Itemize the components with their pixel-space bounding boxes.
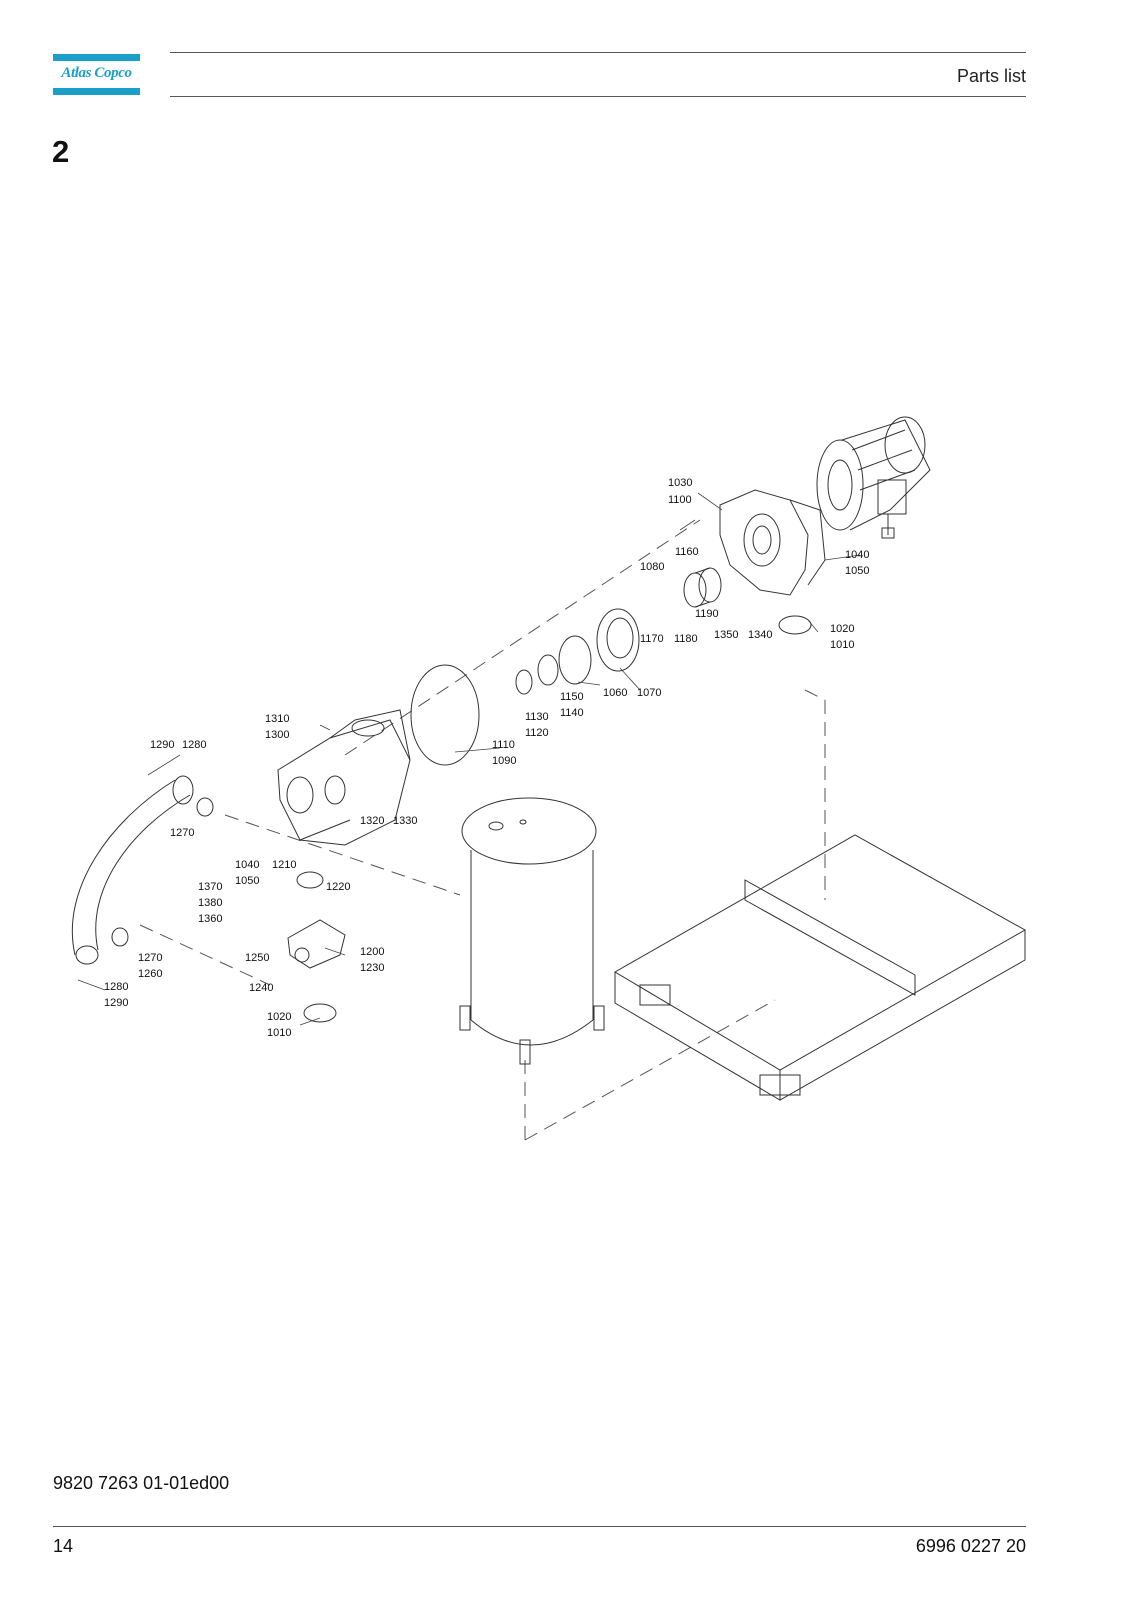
mounting-bush-motor (778, 615, 812, 635)
assembly-axis-motor (804, 689, 826, 701)
assembly-axis-upper (344, 519, 701, 756)
callout-label: 1040 (845, 549, 869, 561)
callout-label: 1110 (492, 739, 515, 751)
pipe-gasket-lower (111, 927, 129, 947)
callout-label: 1140 (560, 707, 584, 719)
callout-label: 1010 (830, 639, 854, 651)
callout-label: 1170 (640, 633, 664, 645)
seal-cover (596, 608, 640, 672)
logo-bar-top (53, 54, 140, 61)
callout-label: 1360 (198, 913, 222, 925)
header-rule-bottom (170, 96, 1026, 97)
callout-label: 1270 (138, 952, 162, 964)
callout-label: 1010 (267, 1027, 291, 1039)
callout-label: 1250 (245, 952, 269, 964)
part-number: 6996 0227 20 (915, 1536, 1026, 1556)
o-ring-large (558, 635, 592, 685)
callout-label: 1300 (265, 729, 289, 741)
sleeve (515, 669, 533, 695)
pipe-gasket-upper (196, 797, 214, 817)
callout-label: 1310 (265, 713, 289, 725)
compressor-element (277, 709, 411, 846)
document-code: 9820 7263 01-01ed00 (53, 1473, 230, 1493)
callout-label: 1200 (360, 946, 384, 958)
coupling (683, 567, 722, 608)
header-rule-top (170, 52, 1026, 53)
callout-label: 1050 (845, 565, 869, 577)
callout-label: 1150 (560, 691, 584, 703)
section-number: 2 (52, 134, 70, 169)
motor-flange-housing (719, 489, 826, 596)
callout-label: 1100 (668, 494, 692, 506)
footer-rule (53, 1526, 1026, 1527)
assembly-axis-lower (139, 924, 271, 986)
callout-labels: 1030 1100 1160 1080 1040 1050 1190 1350 … (104, 477, 869, 1039)
callout-label: 1230 (360, 962, 384, 974)
base-frame (614, 834, 1027, 1101)
callout-label: 1070 (637, 687, 661, 699)
logo-bar-bottom (53, 88, 140, 95)
callout-label: 1220 (326, 881, 350, 893)
seal-cover-inner (606, 617, 634, 659)
assembly-axis-tank-base (524, 999, 776, 1141)
callout-label: 1290 (150, 739, 174, 751)
page-number: 14 (53, 1536, 74, 1556)
callout-label: 1120 (525, 727, 549, 739)
callout-label: 1080 (640, 561, 664, 573)
gasket-large (410, 664, 480, 766)
callout-label: 1380 (198, 897, 222, 909)
callout-label: 1240 (249, 982, 273, 994)
callout-label: 1040 (235, 859, 259, 871)
thermostatic-valve (287, 871, 346, 969)
assembly-axis-left (224, 814, 461, 896)
callout-label: 1260 (138, 968, 162, 980)
header-title: Parts list (956, 66, 1026, 86)
callout-label: 1160 (675, 546, 699, 558)
callout-label: 1090 (492, 755, 516, 767)
callout-label: 1340 (748, 629, 772, 641)
discharge-pipe (71, 775, 194, 965)
callout-label: 1060 (603, 687, 627, 699)
callout-label: 1020 (830, 623, 854, 635)
callout-label: 1320 (360, 815, 384, 827)
callout-label: 1280 (182, 739, 206, 751)
callout-label: 1130 (525, 711, 549, 723)
callout-label: 1180 (674, 633, 698, 645)
callout-label: 1350 (714, 629, 738, 641)
callout-label: 1330 (393, 815, 417, 827)
callout-label: 1370 (198, 881, 222, 893)
atlas-copco-logo: Atlas Copco (53, 54, 140, 95)
logo-wordmark: Atlas Copco (61, 65, 132, 81)
callout-label: 1030 (668, 477, 692, 489)
exploded-view-drawing: 1030 1100 1160 1080 1040 1050 1190 1350 … (71, 416, 1027, 1141)
seal-ring (537, 654, 559, 686)
callout-label: 1280 (104, 981, 128, 993)
callout-label: 1270 (170, 827, 194, 839)
callout-label: 1290 (104, 997, 128, 1009)
callout-label: 1210 (272, 859, 296, 871)
callout-label: 1190 (695, 608, 719, 620)
mounting-bush-element (303, 1003, 337, 1023)
electric-motor (816, 416, 931, 539)
callout-label: 1050 (235, 875, 259, 887)
leader-lines (77, 492, 861, 1026)
callout-label: 1020 (267, 1011, 291, 1023)
oil-separator-tank (459, 797, 605, 1065)
